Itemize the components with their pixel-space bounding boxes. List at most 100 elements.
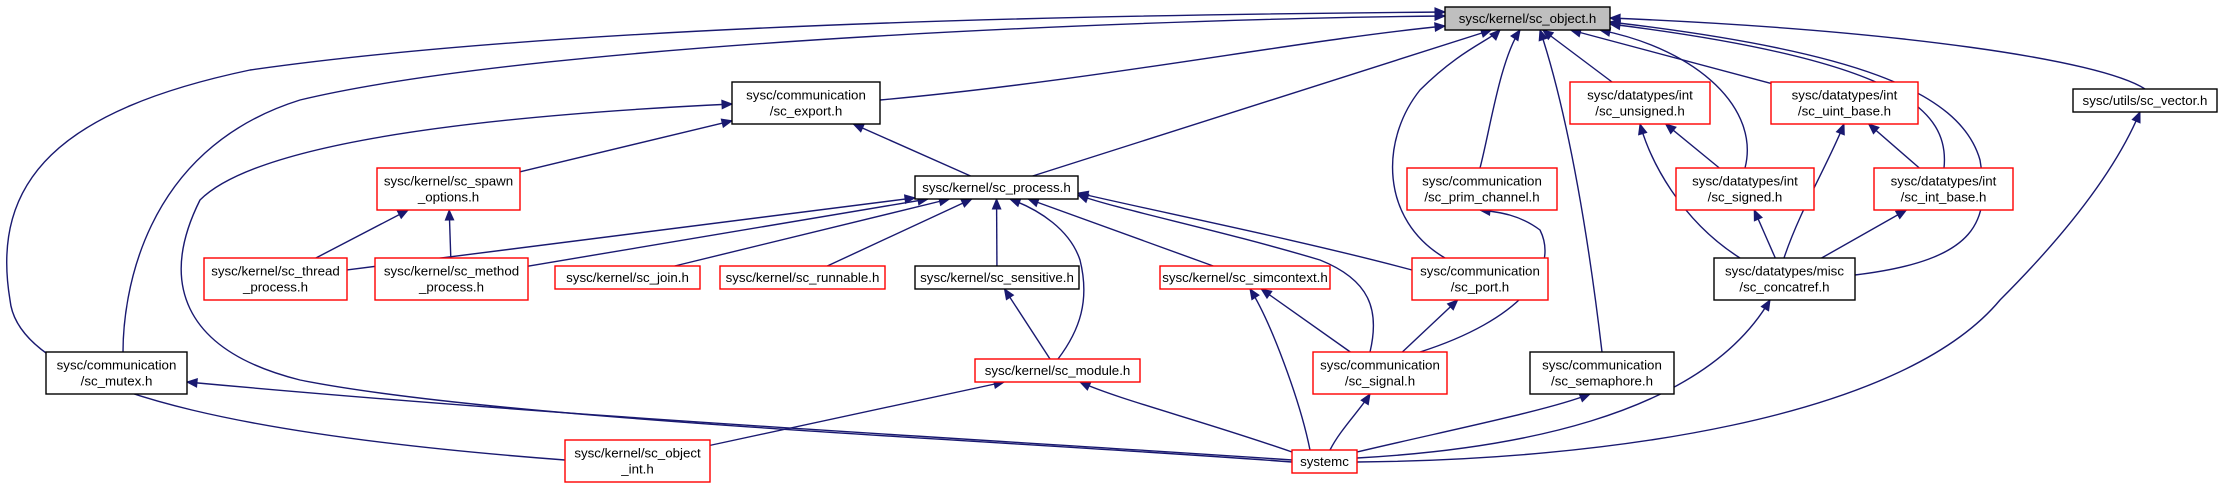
node-label-sc-object-int-h-line-1: _int.h [620, 462, 654, 477]
edge-sc-port-h-to-sc-object-h-arrowhead [1489, 29, 1501, 41]
node-label-sc-object-h-line-0: sysc/kernel/sc_object.h [1459, 11, 1596, 26]
node-sc-uint-base-h[interactable]: sysc/datatypes/int/sc_uint_base.h [1770, 81, 1919, 125]
node-sc-signed-h[interactable]: sysc/datatypes/int/sc_signed.h [1675, 167, 1815, 211]
node-sc-export-h[interactable]: sysc/communication/sc_export.h [731, 81, 881, 125]
edge-systemc-to-sc-semaphore-h-arrowhead [1578, 393, 1592, 403]
edge-systemc-to-sc-semaphore-h [1356, 393, 1591, 453]
edge-systemc-to-sc-concatref-h-arrowhead [1760, 298, 1771, 312]
node-sc-runnable-h[interactable]: sysc/kernel/sc_runnable.h [719, 265, 886, 290]
node-sc-vector-h[interactable]: sysc/utils/sc_vector.h [2072, 88, 2218, 113]
edge-sc-object-int-h-to-sc-module-h [709, 381, 1005, 447]
node-sc-port-h[interactable]: sysc/communication/sc_port.h [1411, 257, 1549, 301]
node-systemc[interactable]: systemc [1291, 449, 1358, 474]
node-sc-spawn-options-h[interactable]: sysc/kernel/sc_spawn_options.h [376, 167, 521, 211]
edge-sc-object-int-h-to-sc-object-h [6, 11, 1446, 461]
edge-sc-concatref-h-to-sc-object-h [1609, 21, 1984, 276]
node-box-sc-object-h [1444, 6, 1611, 31]
node-box-sc-runnable-h [719, 265, 886, 290]
edges-layer [6, 7, 2146, 463]
node-label-sc-export-h-line-0: sysc/communication [746, 88, 866, 103]
node-label-sc-int-base-h-line-1: /sc_int_base.h [1901, 190, 1987, 205]
node-label-sc-export-h-line-1: /sc_export.h [770, 104, 842, 119]
node-label-sc-process-h-line-0: sysc/kernel/sc_process.h [922, 180, 1071, 195]
edge-sc-process-h-to-sc-export-h-arrowhead [852, 123, 865, 133]
edge-sc-int-base-h-to-sc-uint-base-h-arrowhead [1867, 123, 1880, 135]
edge-sc-concatref-h-to-sc-uint-base-h-arrowhead [1835, 122, 1845, 136]
node-label-sc-unsigned-h-line-1: /sc_unsigned.h [1595, 104, 1684, 119]
edge-sc-module-h-to-sc-process-h [1009, 198, 1085, 360]
edge-systemc-to-sc-module-h-arrowhead [1078, 381, 1092, 391]
node-sc-sensitive-h[interactable]: sysc/kernel/sc_sensitive.h [914, 265, 1080, 290]
node-label-sc-spawn-options-h-line-1: _options.h [417, 190, 479, 205]
edge-sc-export-h-to-sc-object-h [879, 25, 1446, 101]
node-box-sc-uint-base-h [1770, 81, 1919, 125]
edge-sc-unsigned-h-to-sc-object-h-arrowhead [1541, 29, 1555, 41]
edge-sc-prim-channel-h-to-sc-object-h-arrowhead [1510, 28, 1521, 42]
node-label-sc-mutex-h-line-0: sysc/communication [57, 358, 177, 373]
edge-sc-process-h-to-sc-export-h [853, 123, 971, 177]
node-label-sc-signed-h-line-1: /sc_signed.h [1708, 190, 1783, 205]
edge-sc-runnable-h-to-sc-process-h [826, 198, 973, 267]
edge-sc-semaphore-h-to-sc-object-h [1539, 29, 1603, 353]
node-label-systemc-line-0: systemc [1300, 454, 1349, 469]
node-sc-prim-channel-h[interactable]: sysc/communication/sc_prim_channel.h [1406, 167, 1558, 211]
node-label-sc-int-base-h-line-0: sysc/datatypes/int [1891, 174, 1997, 189]
node-box-sc-vector-h [2072, 88, 2218, 113]
node-label-sc-vector-h-line-0: sysc/utils/sc_vector.h [2083, 93, 2208, 108]
edge-sc-prim-channel-h-to-sc-object-h [1479, 29, 1521, 169]
node-sc-int-base-h[interactable]: sysc/datatypes/int/sc_int_base.h [1873, 167, 2014, 211]
node-label-sc-signal-h-line-1: /sc_signal.h [1345, 374, 1415, 389]
edge-sc-method-process-h-to-sc-spawn-options-h-arrowhead [444, 208, 455, 221]
node-sc-object-h[interactable]: sysc/kernel/sc_object.h [1444, 6, 1611, 31]
node-box-sc-join-h [554, 265, 701, 290]
edge-sc-int-base-h-to-sc-uint-base-h [1868, 123, 1920, 169]
node-label-sc-prim-channel-h-line-1: /sc_prim_channel.h [1424, 190, 1539, 205]
edge-systemc-to-sc-module-h [1079, 381, 1293, 453]
node-label-sc-signed-h-line-0: sysc/datatypes/int [1692, 174, 1798, 189]
node-label-sc-port-h-line-0: sysc/communication [1420, 264, 1540, 279]
node-box-sc-method-process-h [374, 257, 529, 301]
node-label-sc-concatref-h-line-1: /sc_concatref.h [1739, 280, 1829, 295]
node-sc-signal-h[interactable]: sysc/communication/sc_signal.h [1312, 351, 1448, 395]
node-label-sc-uint-base-h-line-1: /sc_uint_base.h [1798, 104, 1891, 119]
node-label-sc-method-process-h-line-0: sysc/kernel/sc_method [384, 264, 519, 279]
node-box-systemc [1291, 449, 1358, 474]
node-label-sc-mutex-h-line-1: /sc_mutex.h [81, 374, 153, 389]
node-box-sc-spawn-options-h [376, 167, 521, 211]
node-box-sc-sensitive-h [914, 265, 1080, 290]
edge-sc-spawn-options-h-to-sc-export-h-arrowhead [720, 118, 734, 129]
node-sc-module-h[interactable]: sysc/kernel/sc_module.h [974, 358, 1141, 383]
node-sc-unsigned-h[interactable]: sysc/datatypes/int/sc_unsigned.h [1569, 81, 1711, 125]
node-sc-semaphore-h[interactable]: sysc/communication/sc_semaphore.h [1529, 351, 1675, 395]
edge-sc-mutex-h-to-sc-object-h [122, 15, 1446, 353]
edge-sc-signal-h-to-sc-port-h [1401, 299, 1459, 353]
node-label-sc-signal-h-line-0: sysc/communication [1320, 358, 1440, 373]
edge-sc-thread-process-h-to-sc-spawn-options-h-arrowhead [396, 209, 410, 220]
node-sc-method-process-h[interactable]: sysc/kernel/sc_method_process.h [374, 257, 529, 301]
edge-sc-module-h-to-sc-sensitive-h-arrowhead [1003, 287, 1015, 301]
edge-sc-concatref-h-to-sc-unsigned-h-arrowhead [1638, 122, 1648, 136]
edge-systemc-to-sc-mutex-h [186, 381, 1293, 461]
node-box-sc-semaphore-h [1529, 351, 1675, 395]
edge-sc-port-h-to-sc-object-h [1391, 29, 1501, 259]
node-sc-mutex-h[interactable]: sysc/communication/sc_mutex.h [45, 351, 188, 395]
edge-systemc-to-sc-vector-h [1356, 111, 2141, 463]
node-sc-thread-process-h[interactable]: sysc/kernel/sc_thread_process.h [203, 257, 348, 301]
edge-sc-vector-h-to-sc-object-h [1609, 17, 2146, 90]
node-sc-object-int-h[interactable]: sysc/kernel/sc_object_int.h [564, 439, 711, 483]
node-label-sc-object-int-h-line-0: sysc/kernel/sc_object [574, 446, 701, 461]
node-sc-join-h[interactable]: sysc/kernel/sc_join.h [554, 265, 701, 290]
node-box-sc-signed-h [1675, 167, 1815, 211]
node-sc-simcontext-h[interactable]: sysc/kernel/sc_simcontext.h [1159, 265, 1331, 290]
edge-sc-port-h-to-sc-process-h [1077, 192, 1413, 271]
edge-sc-concatref-h-to-sc-signed-h-arrowhead [1753, 208, 1763, 222]
node-sc-process-h[interactable]: sysc/kernel/sc_process.h [914, 175, 1079, 200]
edge-sc-spawn-options-h-to-sc-export-h [519, 120, 733, 173]
edge-sc-object-int-h-to-sc-object-h-arrowhead [1434, 7, 1447, 18]
edge-sc-simcontext-h-to-sc-process-h [1028, 198, 1214, 267]
node-sc-concatref-h[interactable]: sysc/datatypes/misc/sc_concatref.h [1713, 257, 1856, 301]
node-label-sc-join-h-line-0: sysc/kernel/sc_join.h [566, 270, 689, 285]
node-box-sc-simcontext-h [1159, 265, 1331, 290]
edge-systemc-to-sc-simcontext-h [1249, 288, 1311, 451]
